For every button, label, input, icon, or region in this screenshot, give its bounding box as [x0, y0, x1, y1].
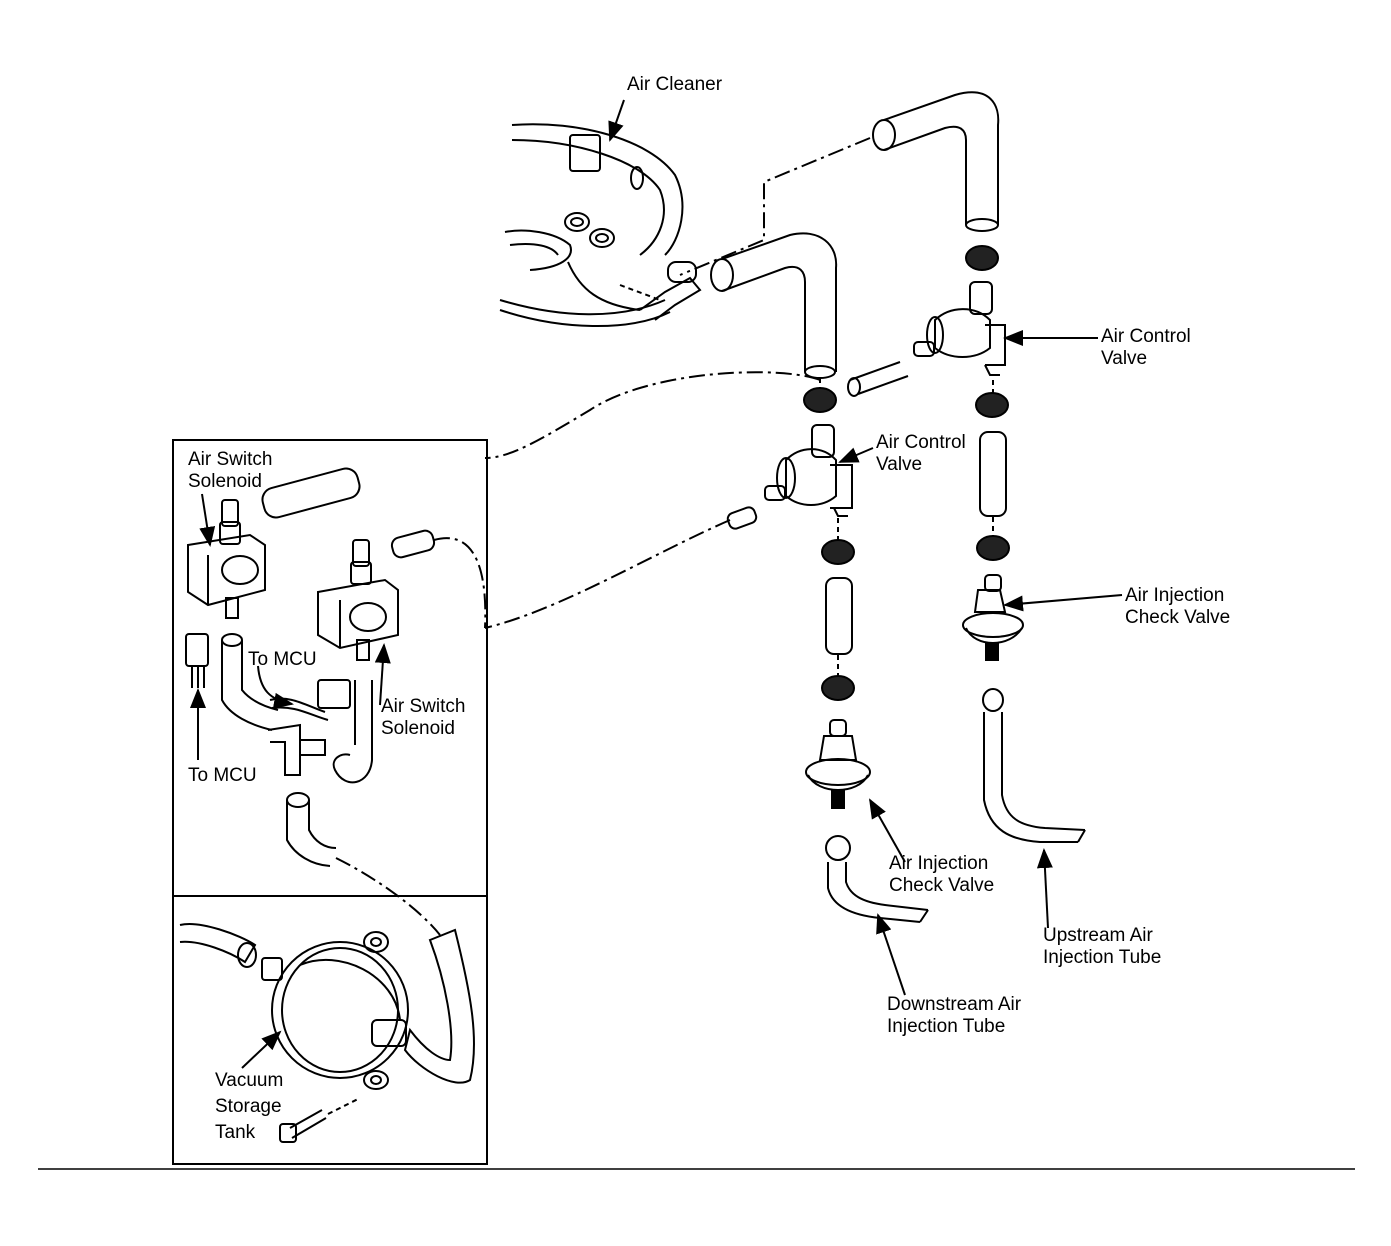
- inset-panel: [172, 439, 488, 1165]
- leader-arrow: [257, 665, 294, 709]
- upstream-injection-tube: [983, 712, 1086, 843]
- vacuum-hose-tee: [221, 633, 373, 784]
- to-mcu-lower-label: To MCU: [188, 765, 257, 786]
- clamp: [975, 392, 1009, 418]
- air-switch-solenoid-left: [187, 499, 266, 619]
- fitting-nut: [825, 835, 851, 861]
- vacuum-hose-upper: [261, 467, 361, 519]
- air-switch-solenoid-right: [317, 539, 399, 661]
- vacuum-storage-tank: [179, 923, 475, 1090]
- leader-arrow: [241, 1030, 282, 1069]
- leader-arrow: [838, 447, 874, 463]
- clamp: [821, 675, 855, 701]
- air-injection-check-valve-left-label: Air Injection Check Valve: [889, 853, 995, 896]
- leader-arrow: [374, 643, 391, 706]
- connector-hose: [847, 361, 909, 397]
- vacuum-hose-small: [390, 529, 436, 559]
- routing-line: [484, 519, 731, 629]
- air-control-valve-lower-label: Air Control Valve: [876, 432, 966, 475]
- centerline-top: [679, 137, 871, 276]
- air-cleaner-label: Air Cleaner: [627, 74, 723, 95]
- electrical-connector-right: [269, 679, 351, 721]
- air-injection-check-valve-left: [805, 719, 871, 809]
- air-control-valve-lower: [764, 424, 853, 517]
- vacuum-hose-lower: [286, 792, 337, 867]
- elbow-hose-middle: [710, 232, 838, 379]
- air-injection-check-valve-right: [962, 574, 1024, 661]
- leader-arrow: [1036, 848, 1053, 929]
- air-control-valve-upper-label: Air Control Valve: [1101, 326, 1191, 369]
- routing-line: [433, 537, 487, 629]
- leader-arrow: [1003, 594, 1123, 612]
- air-cleaner-housing: [499, 123, 702, 327]
- downstream-air-injection-tube-label: Downstream Air Injection Tube: [887, 994, 1022, 1037]
- clamp: [803, 387, 837, 413]
- leader-arrow: [876, 913, 906, 996]
- electrical-connector-left: [185, 633, 209, 688]
- elbow-hose-upper: [872, 91, 1000, 232]
- air-switch-solenoid-right-label: Air Switch Solenoid: [381, 696, 466, 739]
- routing-line: [484, 371, 821, 459]
- hose-plug: [726, 506, 758, 530]
- upstream-air-injection-tube-label: Upstream Air Injection Tube: [1043, 925, 1162, 968]
- to-mcu-upper-label: To MCU: [248, 649, 317, 670]
- tube-left: [825, 577, 853, 655]
- air-control-valve-upper: [913, 281, 1006, 376]
- clamp: [821, 539, 855, 565]
- mounting-bolt: [279, 1109, 327, 1143]
- air-switch-solenoid-left-label: Air Switch Solenoid: [188, 449, 273, 492]
- leader-arrow: [608, 99, 625, 142]
- clamp: [965, 245, 999, 271]
- fitting-nut: [982, 688, 1004, 712]
- air-injection-check-valve-right-label: Air Injection Check Valve: [1125, 585, 1231, 628]
- routing-line: [327, 1097, 361, 1115]
- clamp: [976, 535, 1010, 561]
- vacuum-storage-tank-label: Vacuum Storage Tank: [215, 1070, 284, 1143]
- routing-line: [335, 857, 441, 936]
- leader-arrow: [869, 798, 906, 863]
- leader-arrow: [199, 493, 216, 547]
